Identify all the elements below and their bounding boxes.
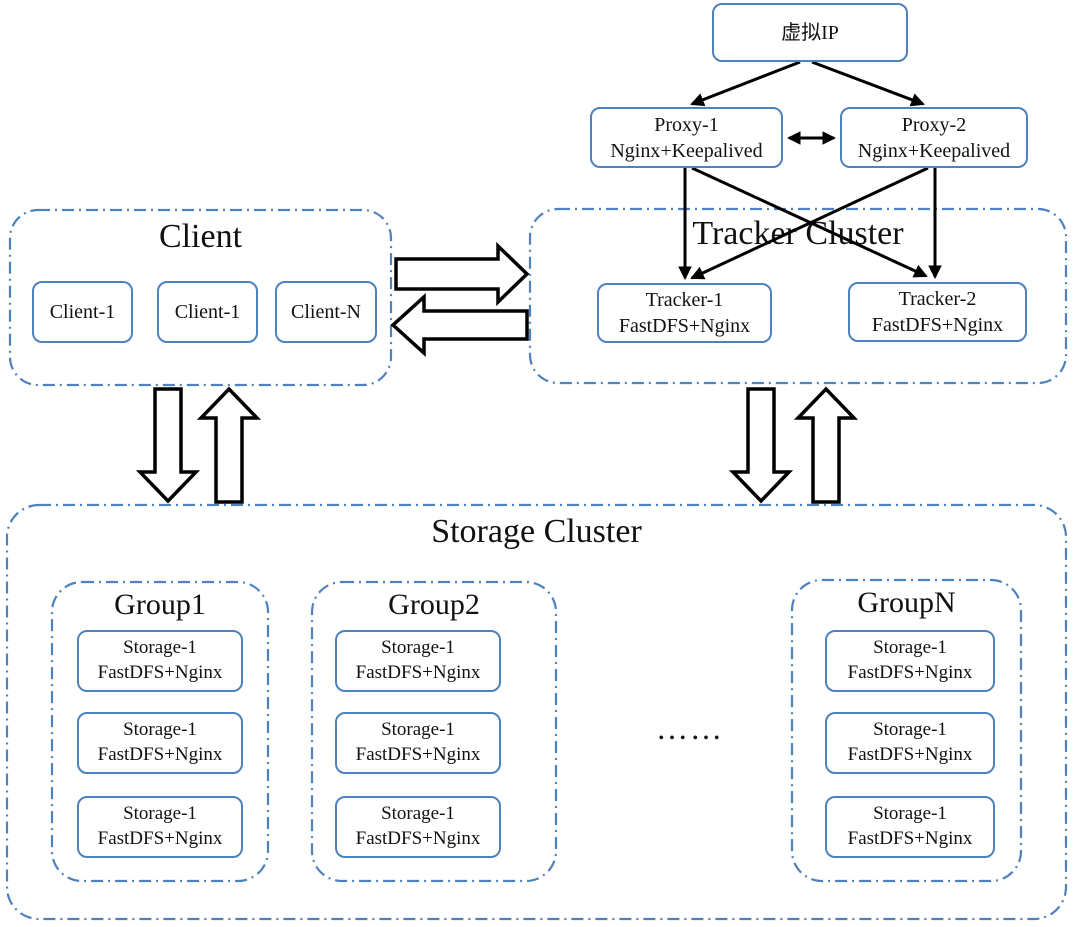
storage-name: Storage-1 [873, 719, 947, 741]
storage-name: Storage-1 [873, 637, 947, 659]
block-arrow-client-to-tracker [394, 241, 530, 307]
tracker2-node: Tracker-2 FastDFS+Nginx [848, 282, 1027, 342]
storage-stack: FastDFS+Nginx [847, 744, 973, 765]
tracker-cluster-title: Tracker Cluster [692, 215, 904, 252]
group1-storage-1: Storage-1 FastDFS+Nginx [77, 630, 243, 692]
client1-label: Client-1 [49, 301, 116, 323]
tracker2-stack: FastDFS+Nginx [871, 314, 1004, 336]
storage-name: Storage-1 [873, 803, 947, 825]
proxy2-stack: Nginx+Keepalived [857, 139, 1011, 162]
proxy1-stack: Nginx+Keepalived [610, 139, 763, 162]
tracker1-stack: FastDFS+Nginx [618, 315, 751, 337]
proxy1-node: Proxy-1 Nginx+Keepalived [590, 107, 783, 168]
tracker1-node: Tracker-1 FastDFS+Nginx [597, 283, 772, 343]
group2-storage-1: Storage-1 FastDFS+Nginx [335, 630, 501, 692]
tracker1-name: Tracker-1 [645, 289, 724, 311]
group2-storage-3: Storage-1 FastDFS+Nginx [335, 796, 501, 858]
group1-storage-3: Storage-1 FastDFS+Nginx [77, 796, 243, 858]
groupN-storage-1: Storage-1 FastDFS+Nginx [825, 630, 995, 692]
groupN-storage-3: Storage-1 FastDFS+Nginx [825, 796, 995, 858]
client2-label: Client-1 [174, 301, 241, 323]
virtual-ip-node: 虚拟IP [712, 3, 908, 62]
proxy2-name: Proxy-2 [901, 113, 967, 136]
groupN-title: GroupN [857, 586, 956, 619]
storage-stack: FastDFS+Nginx [847, 662, 973, 683]
storage-stack: FastDFS+Nginx [97, 828, 223, 849]
storage-cluster-title: Storage Cluster [431, 513, 642, 550]
storage-name: Storage-1 [381, 803, 455, 825]
group1-title: Group1 [114, 588, 206, 621]
storage-name: Storage-1 [123, 803, 197, 825]
block-arrow-client-to-storage [135, 387, 201, 504]
storage-name: Storage-1 [381, 637, 455, 659]
storage-stack: FastDFS+Nginx [355, 828, 481, 849]
tracker2-name: Tracker-2 [898, 288, 977, 310]
arrow-vip-to-proxy1 [690, 60, 801, 107]
proxy1-name: Proxy-1 [654, 113, 719, 136]
clientN-node: Client-N [275, 281, 377, 343]
block-arrow-storage-to-client [196, 386, 262, 504]
more-groups-ellipsis: …… [656, 710, 724, 746]
virtual-ip-label: 虚拟IP [781, 21, 839, 44]
clientN-label: Client-N [291, 301, 361, 323]
client-cluster-title: Client [158, 218, 243, 255]
group2-storage-2: Storage-1 FastDFS+Nginx [335, 712, 501, 774]
storage-stack: FastDFS+Nginx [355, 662, 481, 683]
storage-name: Storage-1 [381, 719, 455, 741]
storage-stack: FastDFS+Nginx [355, 744, 481, 765]
block-arrow-tracker-to-storage [728, 387, 794, 504]
block-arrow-storage-to-tracker [793, 386, 859, 504]
storage-name: Storage-1 [123, 719, 197, 741]
storage-stack: FastDFS+Nginx [97, 744, 223, 765]
proxy2-node: Proxy-2 Nginx+Keepalived [840, 107, 1028, 168]
groupN-storage-2: Storage-1 FastDFS+Nginx [825, 712, 995, 774]
storage-name: Storage-1 [123, 637, 197, 659]
client2-node: Client-1 [157, 281, 258, 343]
arrow-vip-to-proxy2 [811, 60, 925, 107]
storage-stack: FastDFS+Nginx [97, 662, 223, 683]
storage-stack: FastDFS+Nginx [847, 828, 973, 849]
block-arrow-tracker-to-client [390, 293, 529, 357]
group1-storage-2: Storage-1 FastDFS+Nginx [77, 712, 243, 774]
group2-title: Group2 [388, 588, 480, 621]
client1-node: Client-1 [32, 281, 133, 343]
